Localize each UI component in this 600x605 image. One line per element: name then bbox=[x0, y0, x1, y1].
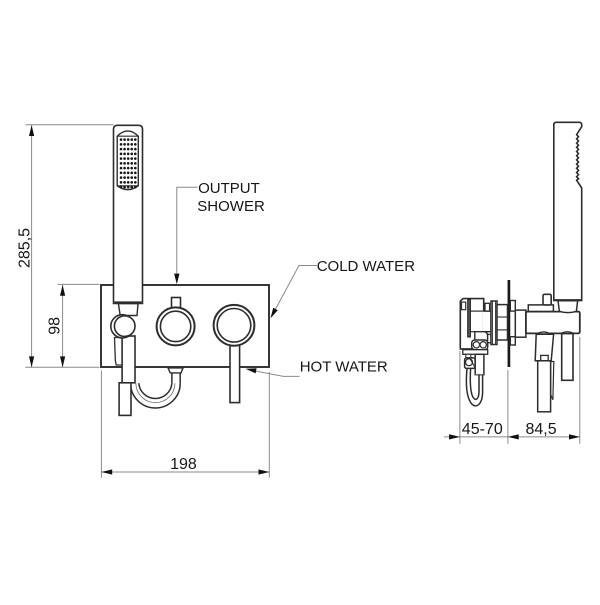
svg-text:98: 98 bbox=[47, 317, 64, 335]
svg-text:285,5: 285,5 bbox=[17, 228, 34, 268]
svg-text:HOT WATER: HOT WATER bbox=[300, 358, 388, 375]
svg-text:COLD WATER: COLD WATER bbox=[317, 258, 416, 275]
svg-text:84,5: 84,5 bbox=[526, 421, 557, 438]
svg-text:OUTPUT: OUTPUT bbox=[198, 180, 260, 197]
svg-text:SHOWER: SHOWER bbox=[197, 198, 265, 215]
svg-text:198: 198 bbox=[170, 456, 197, 473]
svg-text:45-70: 45-70 bbox=[462, 421, 503, 438]
